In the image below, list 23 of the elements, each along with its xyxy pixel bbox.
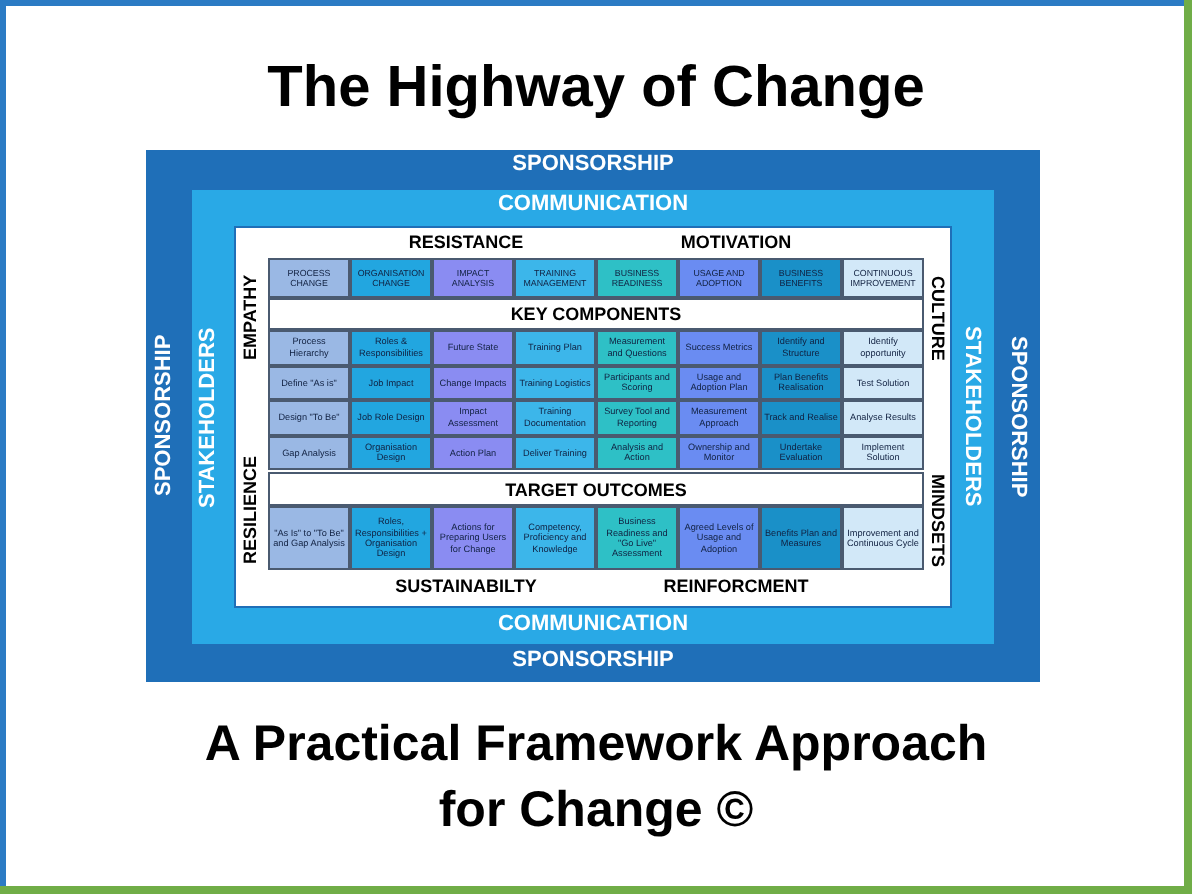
- caption: A Practical Framework Approach for Change ©: [202, 714, 990, 841]
- frame-label: COMMUNICATION: [495, 614, 691, 636]
- frame-label: SPONSORSHIP: [510, 154, 676, 176]
- frame-label: SPONSORSHIP: [510, 650, 676, 672]
- frame-label: SUSTAINABILTY: [393, 578, 539, 596]
- outer-frame: [146, 150, 1040, 682]
- side-label: SPONSORSHIP: [1006, 333, 1028, 501]
- middle-frame: [192, 190, 994, 644]
- frame-label: MOTIVATION: [678, 234, 794, 252]
- side-label: SPONSORSHIP: [154, 333, 176, 501]
- section-band: TARGET OUTCOMES: [268, 472, 924, 506]
- section-band: KEY COMPONENTS: [268, 298, 924, 330]
- side-label: CULTURE: [928, 273, 946, 365]
- side-label: STAKEHOLDERS: [198, 324, 220, 512]
- side-label: EMPATHY: [242, 273, 260, 365]
- frame-label: REINFORCMENT: [661, 578, 811, 596]
- side-label: STAKEHOLDERS: [960, 324, 982, 512]
- side-label: MINDSETS: [928, 471, 946, 571]
- side-label: RESILIENCE: [242, 454, 260, 569]
- frame-label: RESISTANCE: [406, 234, 526, 252]
- frame-label: COMMUNICATION: [495, 194, 691, 216]
- inner-panel: [234, 226, 952, 608]
- title: The Highway of Change: [265, 56, 927, 122]
